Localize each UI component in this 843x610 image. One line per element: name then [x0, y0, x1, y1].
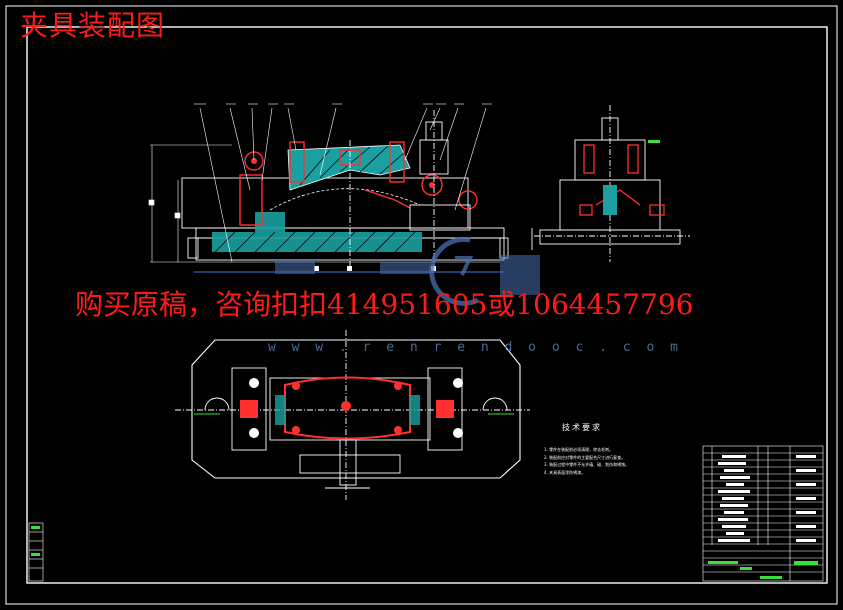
front-view — [148, 103, 509, 273]
tech-note: 3. 装配过程中零件不允许磕、碰、划伤和锈蚀。 — [544, 462, 630, 467]
tech-note: 2. 装配前应对零件的主要配合尺寸进行复查。 — [544, 454, 626, 460]
watermark-text-ghost — [275, 255, 540, 295]
watermark-logo — [429, 236, 480, 306]
tech-requirements-title: 技术要求 — [562, 423, 602, 432]
tech-note: 1. 零件在装配前必须清理，除去毛刺。 — [544, 447, 614, 452]
side-strip — [28, 522, 44, 582]
title-block-green — [708, 561, 818, 579]
watermark-url: w w w . r e n r e n d o o c . c o m — [268, 340, 682, 355]
title-block-fill — [718, 455, 816, 542]
tech-note: 4. 夹具表面涂防锈漆。 — [544, 469, 586, 475]
drawing-frame — [5, 5, 838, 605]
drawing-title-overlay: 夹具装配图 — [20, 9, 166, 42]
side-view — [531, 105, 690, 262]
top-view — [175, 330, 530, 500]
title-block — [702, 445, 824, 582]
tech-requirements-notes: 1. 零件在装配前必须清理，除去毛刺。 2. 装配前应对零件的主要配合尺寸进行复… — [544, 446, 629, 476]
contact-overlay: 购买原稿，咨询扣扣414951605或1064457796 — [75, 288, 694, 321]
